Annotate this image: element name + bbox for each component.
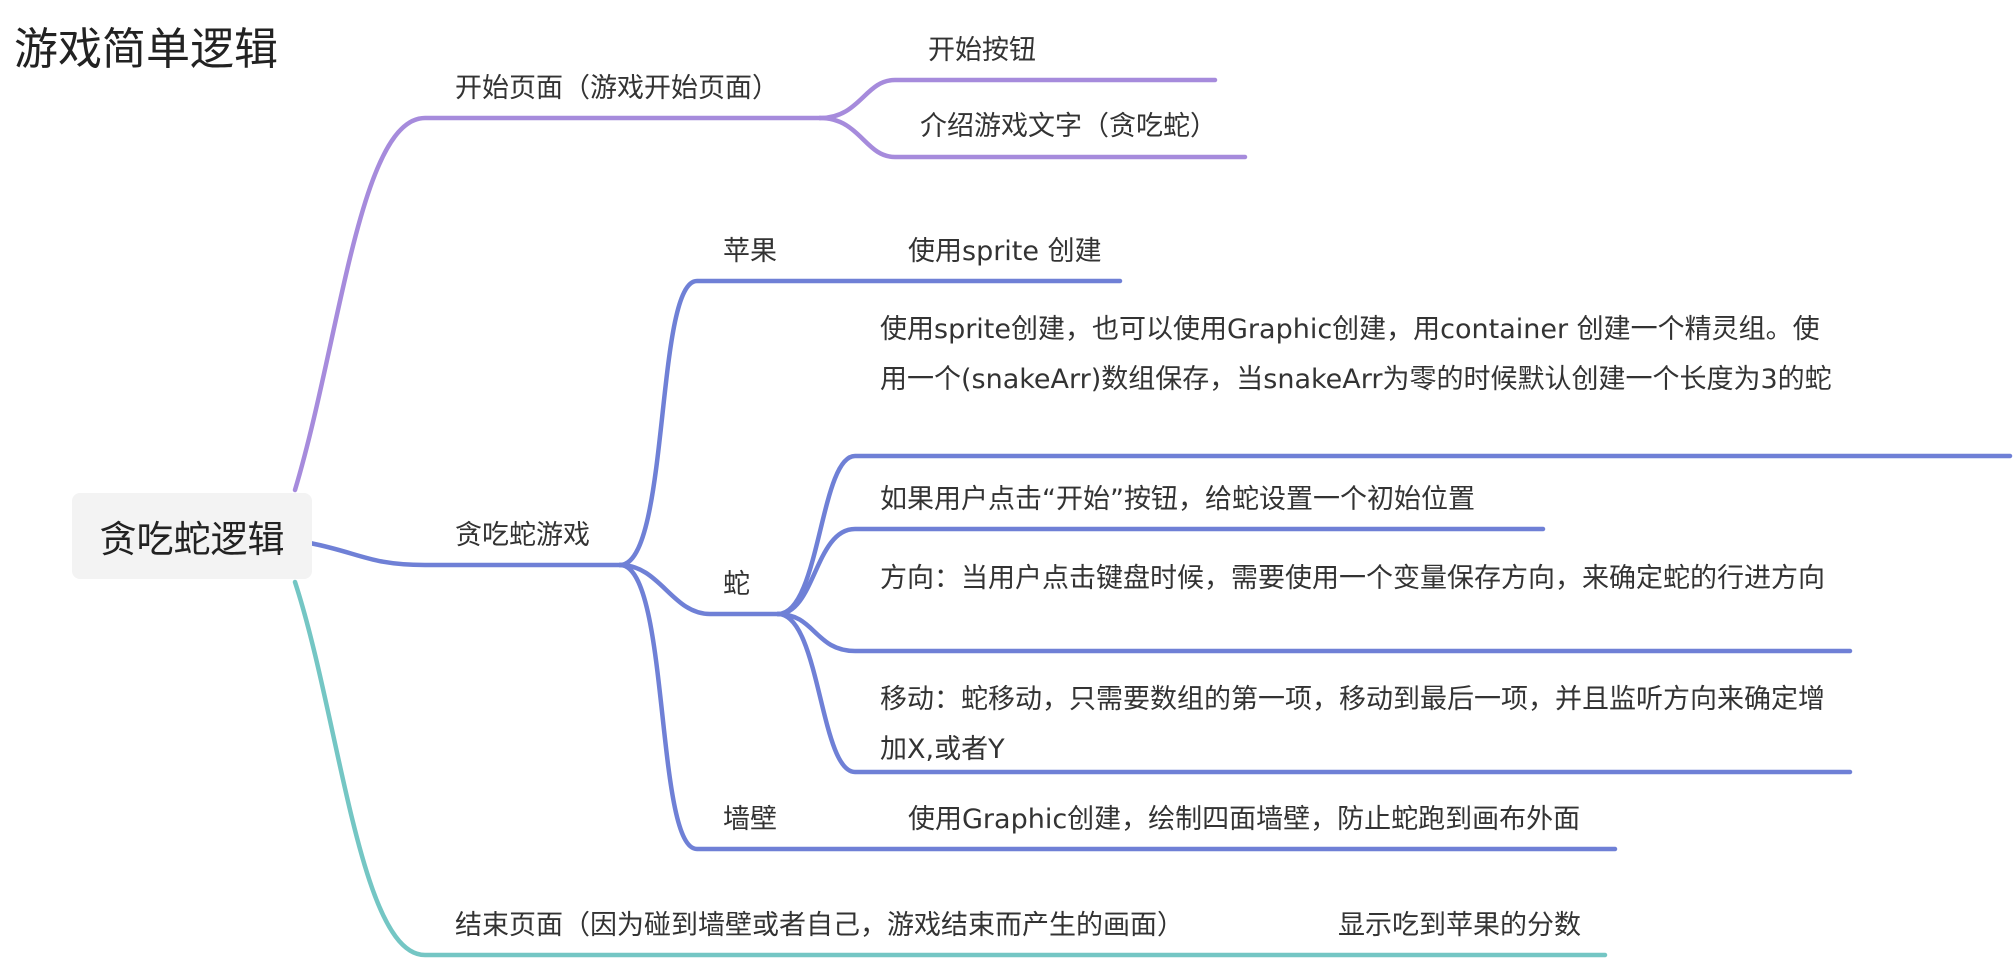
edge-root-start-page bbox=[292, 115, 823, 493]
node-start-button[interactable]: 开始按钮 bbox=[928, 35, 1036, 66]
edge-snake-detail-4 bbox=[775, 611, 1853, 775]
edge-wall bbox=[617, 562, 1618, 852]
node-snake-detail-4[interactable]: 移动：蛇移动，只需要数组的第一项，移动到最后一项，并且监听方向来确定增加X,或者… bbox=[880, 684, 1825, 765]
node-wall-detail[interactable]: 使用Graphic创建，绘制四面墙壁，防止蛇跑到画布外面 bbox=[908, 804, 1581, 835]
edge-apple bbox=[617, 278, 1123, 568]
node-intro-text[interactable]: 介绍游戏文字（贪吃蛇） bbox=[920, 111, 1217, 142]
node-snake-detail-1[interactable]: 使用sprite创建，也可以使用Graphic创建，用container 创建一… bbox=[880, 314, 1832, 395]
edge-start-button bbox=[817, 77, 1218, 121]
edge-snake bbox=[617, 562, 781, 617]
node-snake-detail-2[interactable]: 如果用户点击“开始”按钮，给蛇设置一个初始位置 bbox=[880, 484, 1475, 515]
edge-snake-detail-3 bbox=[775, 611, 1853, 654]
edge-root-snake-game bbox=[307, 540, 623, 568]
node-start-page[interactable]: 开始页面（游戏开始页面） bbox=[455, 73, 779, 104]
edge-start-intro bbox=[817, 115, 1248, 160]
node-snake-game[interactable]: 贪吃蛇游戏 bbox=[455, 520, 590, 551]
node-wall[interactable]: 墙壁 bbox=[723, 804, 777, 835]
root-node[interactable]: 贪吃蛇逻辑 bbox=[72, 493, 312, 579]
page-title: 游戏简单逻辑 bbox=[14, 24, 278, 75]
node-end-page[interactable]: 结束页面（因为碰到墙壁或者自己，游戏结束而产生的画面） bbox=[455, 910, 1184, 941]
node-snake-detail-3[interactable]: 方向：当用户点击键盘时候，需要使用一个变量保存方向，来确定蛇的行进方向 bbox=[880, 563, 1825, 594]
node-apple[interactable]: 苹果 bbox=[723, 236, 777, 267]
node-score-display[interactable]: 显示吃到苹果的分数 bbox=[1338, 910, 1581, 941]
edge-root-end-page bbox=[292, 579, 1608, 958]
node-snake[interactable]: 蛇 bbox=[723, 569, 750, 600]
node-apple-detail[interactable]: 使用sprite 创建 bbox=[908, 236, 1102, 267]
edge-snake-detail-2 bbox=[775, 526, 1546, 617]
